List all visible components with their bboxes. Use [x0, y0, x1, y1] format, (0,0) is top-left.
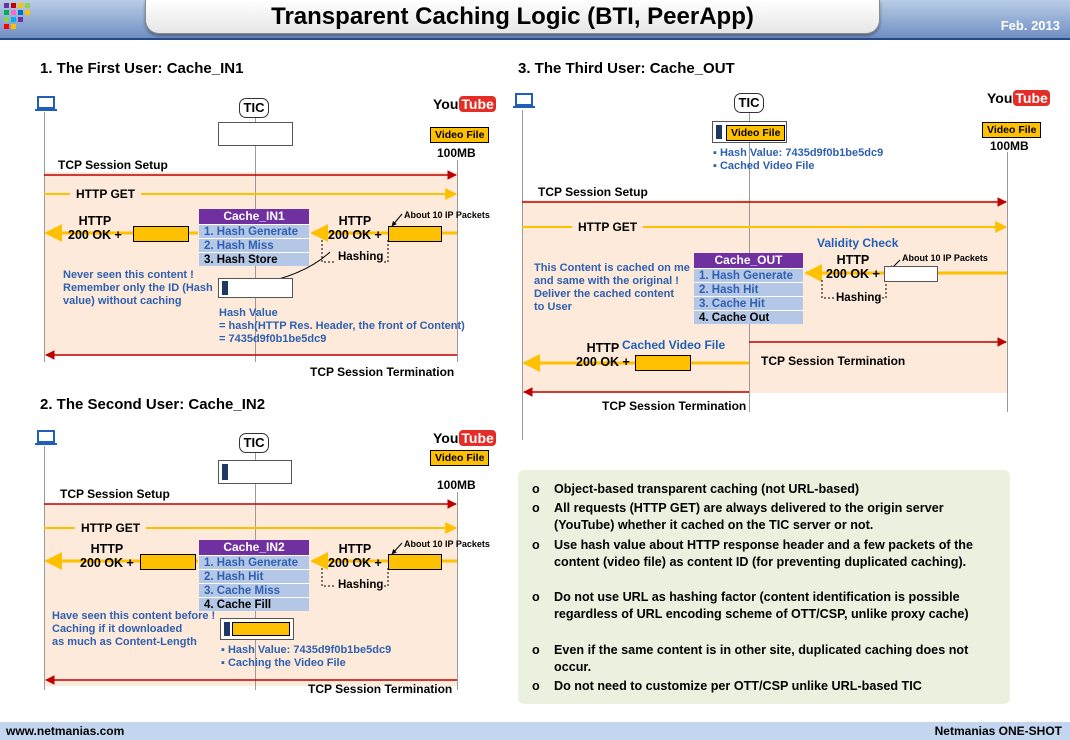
s1-packets-label: About 10 IP Packets	[404, 210, 490, 220]
s2-packets-pointer	[391, 542, 403, 555]
s3-tcp-setup-label: TCP Session Setup	[538, 185, 648, 199]
section1-title: 1. The First User: Cache_IN1	[40, 60, 244, 77]
s3-http-get-label: HTTP GET	[572, 220, 644, 234]
s2-tic-label: TIC	[239, 433, 269, 453]
section3-title: 3. The Third User: Cache_OUT	[518, 60, 735, 77]
s1-http-get-label: HTTP GET	[70, 187, 142, 201]
s3-info: ▪ Hash Value: 7435d9f0b1be5dc9▪ Cached V…	[713, 147, 884, 172]
s1-right-content-box	[388, 226, 442, 242]
s1-tcp-term-label: TCP Session Termination	[310, 365, 455, 379]
s1-hashing-label: Hashing	[338, 251, 384, 263]
s3-size-label: 100MB	[990, 139, 1029, 153]
s1-hash-value: Hash Value= hash(HTTP Res. Header, the f…	[219, 307, 465, 345]
s2-tcp-setup-label: TCP Session Setup	[60, 487, 170, 501]
footer-site-link[interactable]: www.netmanias.com	[6, 724, 125, 738]
section2-title: 2. The Second User: Cache_IN2	[40, 396, 266, 413]
s2-cache-fill-box	[220, 618, 294, 640]
s3-user-line	[522, 110, 523, 440]
s1-state-title: Cache_IN1	[199, 209, 309, 224]
s3-user-laptop-icon	[513, 93, 535, 114]
s1-user-laptop-icon	[35, 96, 57, 117]
s3-state-1: 1. Hash Generate	[694, 268, 803, 282]
s1-hashing-bracket2	[382, 240, 389, 263]
s2-tcp-term-label: TCP Session Termination	[308, 682, 453, 696]
s1-state-2: 2. Hash Miss	[199, 238, 309, 252]
s2-state-1: 1. Hash Generate	[199, 555, 309, 569]
logo-icon	[4, 3, 48, 33]
s3-video-file-badge: Video File	[982, 122, 1042, 138]
s1-state-3: 3. Hash Store	[199, 252, 309, 266]
footer-brand: Netmanias ONE-SHOT	[934, 724, 1062, 738]
s1-packets-pointer	[391, 213, 403, 227]
s1-size-label: 100MB	[437, 146, 476, 160]
s1-yt-line	[457, 160, 458, 362]
s2-http-get-label: HTTP GET	[75, 521, 147, 535]
s3-left-content-box	[635, 355, 691, 371]
s2-hashing-label: Hashing	[338, 579, 384, 591]
s2-packets-label: About 10 IP Packets	[404, 539, 490, 549]
s1-video-file-badge: Video File	[430, 127, 490, 143]
date-label: Feb. 2013	[1000, 18, 1060, 33]
s1-left-content-box	[133, 226, 189, 242]
s2-size-label: 100MB	[437, 478, 476, 492]
s2-right-content-box	[388, 554, 442, 570]
s2-user-laptop-icon	[35, 430, 57, 451]
s3-tic-label: TIC	[734, 93, 764, 113]
s3-state-title: Cache_OUT	[694, 253, 803, 268]
s1-tic-label: TIC	[239, 98, 269, 118]
s3-hashing-label: Hashing	[836, 292, 882, 304]
s3-packets-label: About 10 IP Packets	[902, 253, 988, 263]
s2-tic-storage-box	[218, 460, 292, 484]
s3-hashing-bracket2	[878, 280, 887, 299]
s2-left-content-box	[140, 554, 196, 570]
s3-state-3: 3. Cache Hit	[694, 296, 803, 310]
s3-yt-line	[1007, 152, 1008, 412]
s3-tic-storage-box: Video File	[712, 121, 787, 143]
s1-tcp-setup-label: TCP Session Setup	[58, 158, 168, 172]
s3-tcp-term-right-label: TCP Session Termination	[761, 354, 906, 368]
page-title: Transparent Caching Logic (BTI, PeerApp)	[145, 0, 880, 34]
s2-note: Have seen this content before !Caching i…	[52, 610, 216, 648]
s1-tic-storage-box	[218, 122, 293, 146]
s1-state-table: Cache_IN1 1. Hash Generate 2. Hash Miss …	[199, 209, 309, 266]
s3-tic-video-file: Video File	[726, 125, 786, 141]
s3-right-content-box	[884, 266, 938, 282]
s2-yt-line	[457, 492, 458, 690]
s2-state-3: 3. Cache Miss	[199, 583, 309, 597]
s2-state-4: 4. Cache Fill	[199, 597, 309, 611]
s1-note: Never seen this content !Remember only t…	[63, 269, 213, 307]
s3-tcp-term-left-label: TCP Session Termination	[602, 399, 747, 413]
s2-video-file-badge: Video File	[430, 450, 490, 466]
s1-id-store-box	[218, 278, 293, 298]
s1-state-1: 1. Hash Generate	[199, 224, 309, 238]
s2-state-table: Cache_IN2 1. Hash Generate 2. Hash Hit 3…	[199, 540, 309, 611]
s2-info: ▪ Hash Value: 7435d9f0b1be5dc9▪ Caching …	[221, 644, 392, 669]
s3-hashing-bracket	[821, 280, 834, 299]
footer-bar: www.netmanias.com Netmanias ONE-SHOT	[0, 722, 1070, 740]
s2-hashing-bracket	[321, 568, 336, 587]
s3-state-2: 2. Hash Hit	[694, 282, 803, 296]
s3-validity-label: Validity Check	[817, 236, 899, 250]
s2-state-title: Cache_IN2	[199, 540, 309, 555]
s3-cached-video-label: Cached Video File	[622, 338, 726, 352]
s3-state-table: Cache_OUT 1. Hash Generate 2. Hash Hit 3…	[694, 253, 803, 324]
s1-hashing-bracket	[321, 240, 336, 263]
s3-state-4: 4. Cache Out	[694, 310, 803, 324]
s2-hashing-bracket2	[382, 568, 389, 587]
s2-state-2: 2. Hash Hit	[199, 569, 309, 583]
